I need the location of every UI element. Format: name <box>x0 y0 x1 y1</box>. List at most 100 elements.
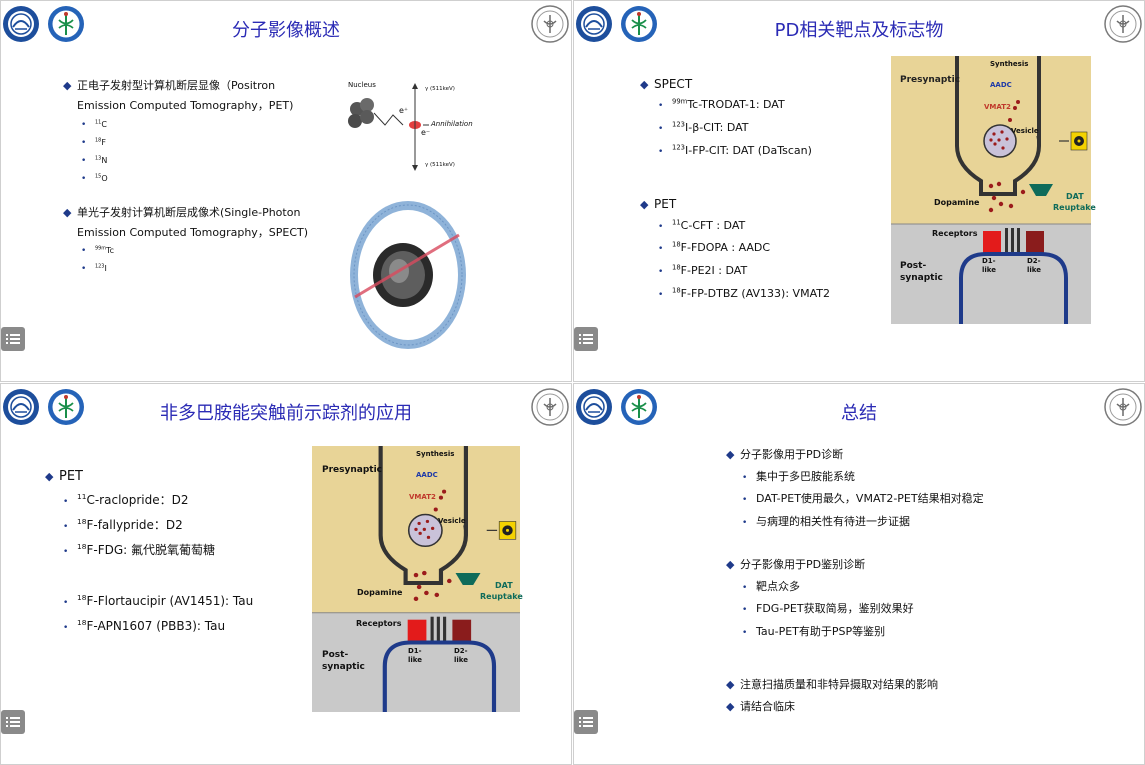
aadc-label: AADC <box>990 81 1012 89</box>
gamma-bottom-label: γ (511keV) <box>425 162 455 168</box>
d2-label: D2- <box>1027 257 1041 265</box>
slide-title: 总结 <box>841 403 877 424</box>
spect-definition-line1: 单光子发射计算机断层成像术(Single-Photon <box>77 206 301 219</box>
pet-tracer-item: •18F-FP-DTBZ (AV133): VMAT2 <box>658 286 830 300</box>
summary-item: •与病理的相关性有待进一步证据 <box>742 515 910 528</box>
vmat2-label: VMAT2 <box>984 103 1011 111</box>
pet-tracer-item: •18F-FDOPA : AADC <box>658 240 771 254</box>
slide-non-dopaminergic-tracers: 非多巴胺能突触前示踪剂的应用 ◆PET •11C-raclopride：D2 •… <box>0 383 572 765</box>
dopamine-label: Dopamine <box>357 588 403 597</box>
receptors-label: Receptors <box>356 619 402 628</box>
dopamine-label: Dopamine <box>934 198 980 207</box>
slide-pd-targets-markers: PD相关靶点及标志物 ◆SPECT •99mTc-TRODAT-1: DAT •… <box>573 0 1145 382</box>
isotope-item: •123I <box>81 263 107 274</box>
presynaptic-label: Presynaptic <box>322 465 383 475</box>
summary-heading: ◆分子影像用于PD诊断 <box>726 448 844 461</box>
tracer-item: •18F-APN1607 (PBB3): Tau <box>63 618 226 633</box>
receptors-label: Receptors <box>932 229 978 238</box>
reuptake-label: Reuptake <box>480 592 523 601</box>
menu-icon <box>579 334 593 344</box>
gamma-top-label: γ (511keV) <box>425 86 455 92</box>
annihilation-diagram <box>348 83 429 171</box>
synapse-illustration <box>312 446 520 712</box>
spect-tracer-item: •123I-FP-CIT: DAT (DaTscan) <box>658 143 812 157</box>
university-logo-icon <box>2 388 40 426</box>
spect-bullet: ◆单光子发射计算机断层成像术(Single-Photon <box>63 206 301 219</box>
slide-molecular-imaging-overview: 分子影像概述 ◆正电子发射型计算机断层显像（Positron Emission … <box>0 0 572 382</box>
summary-item: •FDG-PET获取简易，鉴别效果好 <box>742 602 914 615</box>
spect-tracer-item: •123I-β-CIT: DAT <box>658 120 749 134</box>
isotope-item: •13N <box>81 155 108 166</box>
synthesis-label: Synthesis <box>416 450 455 458</box>
hospital-logo-icon <box>531 5 569 43</box>
d2-like-label: like <box>1027 266 1042 274</box>
dat-label: DAT <box>1066 192 1084 201</box>
spect-definition-line2: Emission Computed Tomography，SPECT) <box>77 226 309 239</box>
isotope-item: •99mTc <box>81 245 115 256</box>
d1-like-label: like <box>982 266 997 274</box>
pet-bullet: ◆正电子发射型计算机断层显像（Positron <box>63 79 276 92</box>
isotope-item: •18F <box>81 137 106 148</box>
tracer-item: •18F-FDG: 氟代脱氧葡萄糖 <box>63 542 216 557</box>
medical-school-logo-icon <box>620 5 658 43</box>
medical-school-logo-icon <box>47 5 85 43</box>
university-logo-icon <box>575 5 613 43</box>
tracer-item: •18F-fallypride：D2 <box>63 517 183 532</box>
hospital-logo-icon <box>1104 388 1142 426</box>
vmat2-label: VMAT2 <box>409 493 436 501</box>
synapse-illustration <box>889 54 1093 326</box>
post-label: Post- <box>900 261 927 271</box>
summary-item: •Tau-PET有助于PSP等鉴别 <box>742 625 886 638</box>
synthesis-label: Synthesis <box>990 60 1029 68</box>
menu-icon <box>6 717 20 727</box>
pet-tracer-item: •18F-PE2I : DAT <box>658 263 748 277</box>
electron-label: e⁻ <box>421 128 431 137</box>
summary-item: •集中于多巴胺能系统 <box>742 470 855 483</box>
pet-heading: ◆PET <box>640 197 677 211</box>
tracer-item: •11C-raclopride：D2 <box>63 492 189 507</box>
d1-like-label: like <box>408 656 423 664</box>
menu-button[interactable] <box>574 327 598 351</box>
positron-label: e⁺ <box>399 106 409 115</box>
aadc-label: AADC <box>416 471 438 479</box>
summary-closing: ◆注意扫描质量和非特异摄取对结果的影响 <box>726 678 938 691</box>
pet-definition-line2: Emission Computed Tomography，PET) <box>77 99 294 112</box>
vesicle-label: Vesicle <box>438 517 466 525</box>
synapse-diagram: Presynaptic Synthesis AADC VMAT2 Vesicle… <box>889 54 1096 326</box>
menu-button[interactable] <box>574 710 598 734</box>
isotope-item: •11C <box>81 119 107 130</box>
summary-closing: ◆请结合临床 <box>726 700 795 713</box>
presynaptic-label: Presynaptic <box>900 75 961 85</box>
spect-heading: ◆SPECT <box>640 77 693 91</box>
synaptic-label: synaptic <box>900 273 943 283</box>
vesicle-label: Vesicle <box>1011 127 1039 135</box>
d1-label: D1- <box>982 257 996 265</box>
synapse-diagram: Presynaptic Synthesis AADC VMAT2 Vesicle… <box>312 446 523 712</box>
hospital-logo-icon <box>531 388 569 426</box>
d1-label: D1- <box>408 647 422 655</box>
slide-summary: 总结 ◆分子影像用于PD诊断 •集中于多巴胺能系统 •DAT-PET使用最久，V… <box>573 383 1145 765</box>
medical-school-logo-icon <box>47 388 85 426</box>
spect-tracer-item: •99mTc-TRODAT-1: DAT <box>658 97 785 111</box>
hospital-logo-icon <box>1104 5 1142 43</box>
slide-title: 分子影像概述 <box>232 20 340 41</box>
post-label: Post- <box>322 650 349 660</box>
pet-scanner-ring-image <box>350 201 466 349</box>
menu-icon <box>579 717 593 727</box>
menu-button[interactable] <box>1 710 25 734</box>
slide-title: PD相关靶点及标志物 <box>774 20 944 41</box>
menu-button[interactable] <box>1 327 25 351</box>
reuptake-label: Reuptake <box>1053 203 1096 212</box>
annihilation-label: Annihilation <box>431 120 473 128</box>
synaptic-label: synaptic <box>322 662 365 672</box>
summary-item: •靶点众多 <box>742 580 800 593</box>
summary-item: •DAT-PET使用最久，VMAT2-PET结果相对稳定 <box>742 492 984 505</box>
university-logo-icon <box>2 5 40 43</box>
summary-heading: ◆分子影像用于PD鉴别诊断 <box>726 558 866 571</box>
university-logo-icon <box>575 388 613 426</box>
menu-icon <box>6 334 20 344</box>
medical-school-logo-icon <box>620 388 658 426</box>
isotope-item: •15O <box>81 173 108 184</box>
dat-label: DAT <box>495 581 513 590</box>
pet-definition-line1: 正电子发射型计算机断层显像（Positron <box>77 79 276 92</box>
